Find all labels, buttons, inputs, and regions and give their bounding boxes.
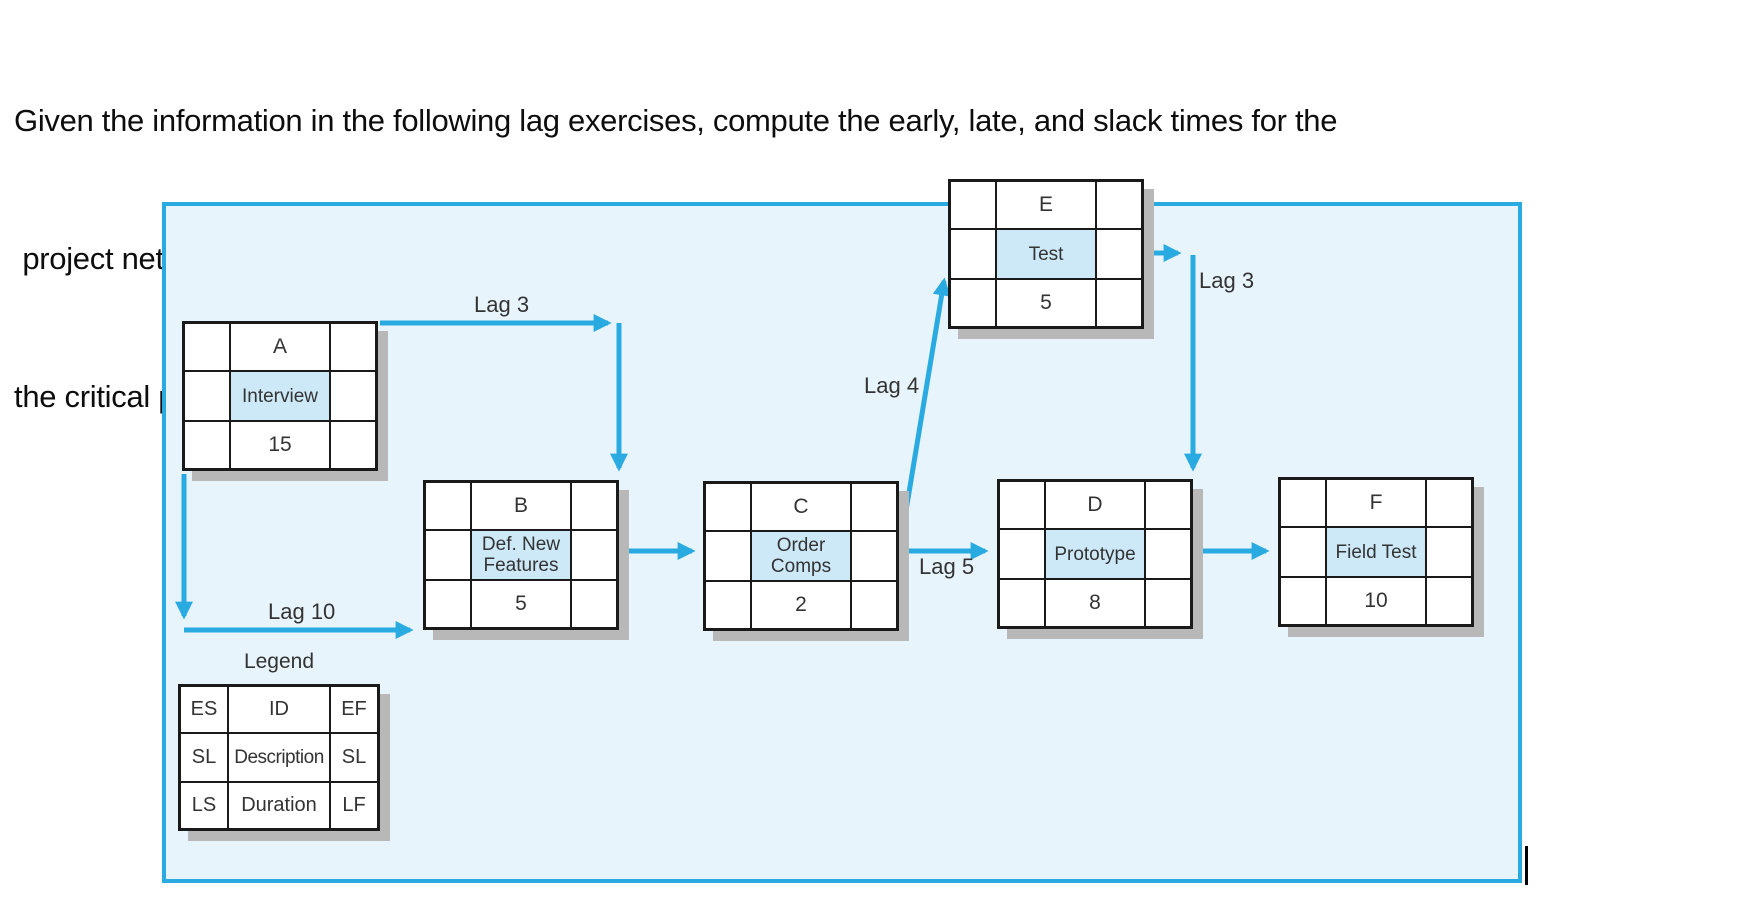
node-f-description: Field Test	[1327, 528, 1425, 576]
node-c-ef-cell	[852, 484, 896, 530]
node-d-id: D	[1046, 482, 1144, 528]
node-a-duration: 15	[231, 422, 329, 468]
node-e-es-cell	[951, 182, 995, 228]
node-a-description: Interview	[231, 372, 329, 420]
legend-ls: LS	[181, 783, 227, 828]
node-e-ef-cell	[1097, 182, 1141, 228]
node-a-es-cell	[185, 324, 229, 370]
node-d-es-cell	[1000, 482, 1044, 528]
node-e-ls-cell	[951, 280, 995, 326]
node-e-duration: 5	[997, 280, 1095, 326]
node-c-sl-right-cell	[852, 532, 896, 580]
node-b-lf-cell	[572, 581, 616, 627]
node-b-es-cell	[426, 483, 470, 529]
node-e-sl-right-cell	[1097, 230, 1141, 278]
node-a-lf-cell	[331, 422, 375, 468]
node-b-ls-cell	[426, 581, 470, 627]
lag-label-a-to-b: Lag 3	[474, 292, 530, 317]
node-d-lf-cell	[1146, 580, 1190, 626]
legend-title: Legend	[243, 650, 315, 673]
node-e-description: Test	[997, 230, 1095, 278]
node-c-lf-cell	[852, 582, 896, 628]
node-d-ls-cell	[1000, 580, 1044, 626]
node-e-lf-cell	[1097, 280, 1141, 326]
node-f-es-cell	[1281, 480, 1325, 526]
node-c: C Order Comps 2	[703, 481, 899, 631]
node-f-sl-right-cell	[1427, 528, 1471, 576]
legend-box: ES ID EF SL Description SL LS Duration L…	[178, 684, 380, 831]
node-b-id: B	[472, 483, 570, 529]
node-c-duration: 2	[752, 582, 850, 628]
lag-label-a-to-b-bottom: Lag 10	[268, 599, 336, 624]
text-cursor	[1525, 846, 1528, 885]
node-b-ef-cell	[572, 483, 616, 529]
node-c-sl-left-cell	[706, 532, 750, 580]
node-b: B Def. New Features 5	[423, 480, 619, 630]
node-f-ef-cell	[1427, 480, 1471, 526]
node-f-lf-cell	[1427, 578, 1471, 624]
node-d-sl-right-cell	[1146, 530, 1190, 578]
node-f-ls-cell	[1281, 578, 1325, 624]
node-d-sl-left-cell	[1000, 530, 1044, 578]
node-f: F Field Test 10	[1278, 477, 1474, 627]
node-a-ef-cell	[331, 324, 375, 370]
lag-label-c-to-d: Lag 5	[919, 554, 975, 579]
legend-ef: EF	[331, 687, 377, 732]
node-a-ls-cell	[185, 422, 229, 468]
node-d-ef-cell	[1146, 482, 1190, 528]
node-a: A Interview 15	[182, 321, 378, 471]
question-line-1: Given the information in the following l…	[14, 103, 1338, 138]
node-a-sl-right-cell	[331, 372, 375, 420]
lag-label-c-to-e: Lag 4	[864, 373, 920, 398]
legend-sl-right: SL	[331, 734, 377, 781]
node-e-id: E	[997, 182, 1095, 228]
legend-id: ID	[229, 687, 329, 732]
lag-label-e-to-d: Lag 3	[1199, 268, 1255, 293]
node-f-duration: 10	[1327, 578, 1425, 624]
node-d-description: Prototype	[1046, 530, 1144, 578]
node-a-sl-left-cell	[185, 372, 229, 420]
legend-lf: LF	[331, 783, 377, 828]
node-f-id: F	[1327, 480, 1425, 526]
legend-duration: Duration	[229, 783, 329, 828]
node-e-sl-left-cell	[951, 230, 995, 278]
node-f-sl-left-cell	[1281, 528, 1325, 576]
node-c-es-cell	[706, 484, 750, 530]
legend-sl-left: SL	[181, 734, 227, 781]
node-a-id: A	[231, 324, 329, 370]
node-c-ls-cell	[706, 582, 750, 628]
legend-es: ES	[181, 687, 227, 732]
node-d: D Prototype 8	[997, 479, 1193, 629]
node-c-id: C	[752, 484, 850, 530]
node-b-duration: 5	[472, 581, 570, 627]
node-e: E Test 5	[948, 179, 1144, 329]
legend-description: Description	[229, 734, 329, 781]
node-b-sl-left-cell	[426, 531, 470, 579]
node-b-description: Def. New Features	[472, 531, 570, 579]
node-b-sl-right-cell	[572, 531, 616, 579]
node-c-description: Order Comps	[752, 532, 850, 580]
node-d-duration: 8	[1046, 580, 1144, 626]
